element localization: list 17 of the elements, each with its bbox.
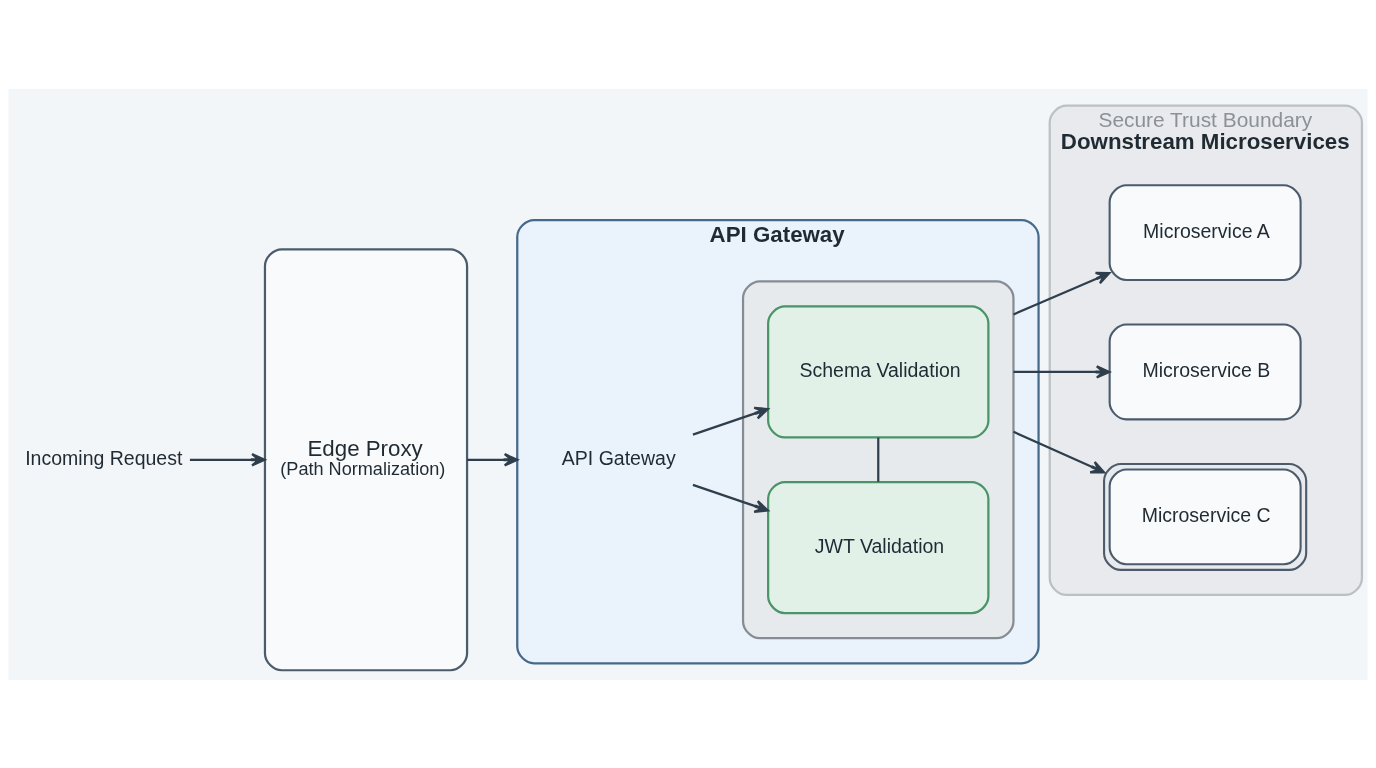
node-box: Microservice C bbox=[1103, 462, 1308, 571]
arrow bbox=[467, 452, 519, 467]
node-box: Edge Proxy (Path Normalization) bbox=[263, 247, 469, 671]
node-box: Microservice A bbox=[1108, 183, 1302, 281]
arrow bbox=[1013, 430, 1106, 473]
connector bbox=[877, 437, 880, 482]
arrow bbox=[1013, 364, 1111, 379]
node-box: JWT Validation bbox=[767, 480, 990, 614]
node-text: API Gateway bbox=[561, 446, 676, 469]
arrow bbox=[1013, 271, 1111, 315]
arrow bbox=[189, 452, 266, 467]
node-box: Microservice B bbox=[1108, 323, 1302, 420]
arrow bbox=[692, 483, 769, 513]
arrow bbox=[692, 406, 769, 436]
cluster bbox=[741, 279, 1015, 639]
node-box: Schema Validation bbox=[767, 304, 990, 439]
node-text: Incoming Request bbox=[25, 446, 183, 469]
